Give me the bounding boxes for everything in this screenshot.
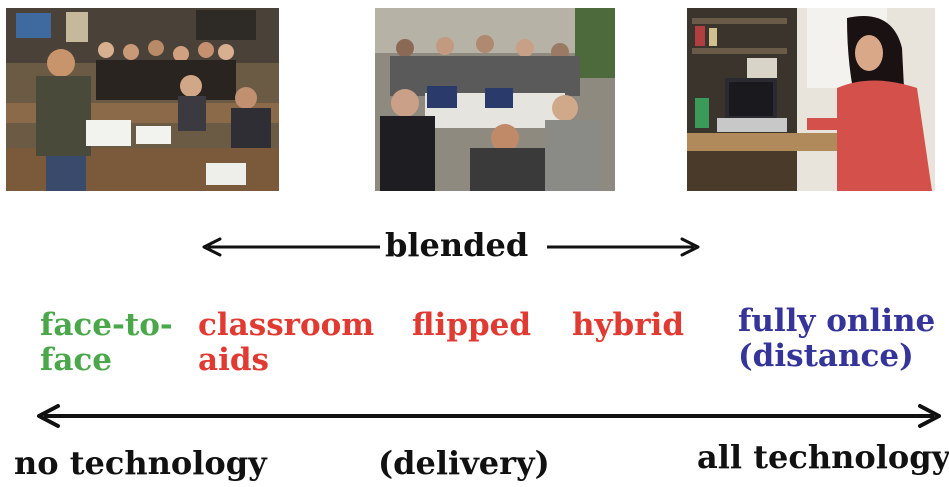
axis-right-label: all technology bbox=[697, 438, 949, 476]
classroom-photo bbox=[6, 8, 279, 191]
category-classroom-aids-line1: classroom bbox=[198, 307, 375, 343]
technology-axis-arrow bbox=[37, 404, 941, 428]
blended-label: blended bbox=[385, 226, 529, 264]
category-hybrid-line1: hybrid bbox=[572, 307, 685, 343]
category-face-to-face: face-to- face bbox=[40, 308, 173, 377]
group-work-photo bbox=[375, 8, 615, 191]
category-hybrid: hybrid bbox=[572, 308, 684, 343]
axis-center-label: (delivery) bbox=[378, 444, 550, 482]
category-flipped: flipped bbox=[412, 308, 531, 343]
category-flipped-line1: flipped bbox=[412, 307, 532, 343]
category-fully-online-line2: (distance) bbox=[738, 337, 914, 374]
online-student-photo bbox=[687, 8, 935, 191]
category-fully-online-line1: fully online bbox=[738, 303, 936, 339]
category-fully-online: fully online (distance) bbox=[738, 304, 935, 373]
category-face-to-face-line1: face-to- bbox=[40, 307, 173, 343]
category-face-to-face-line2: face bbox=[40, 341, 113, 378]
axis-left-label: no technology bbox=[14, 444, 267, 482]
category-classroom-aids: classroom aids bbox=[198, 308, 374, 377]
blended-arrow bbox=[202, 237, 700, 257]
category-classroom-aids-line2: aids bbox=[198, 341, 269, 378]
